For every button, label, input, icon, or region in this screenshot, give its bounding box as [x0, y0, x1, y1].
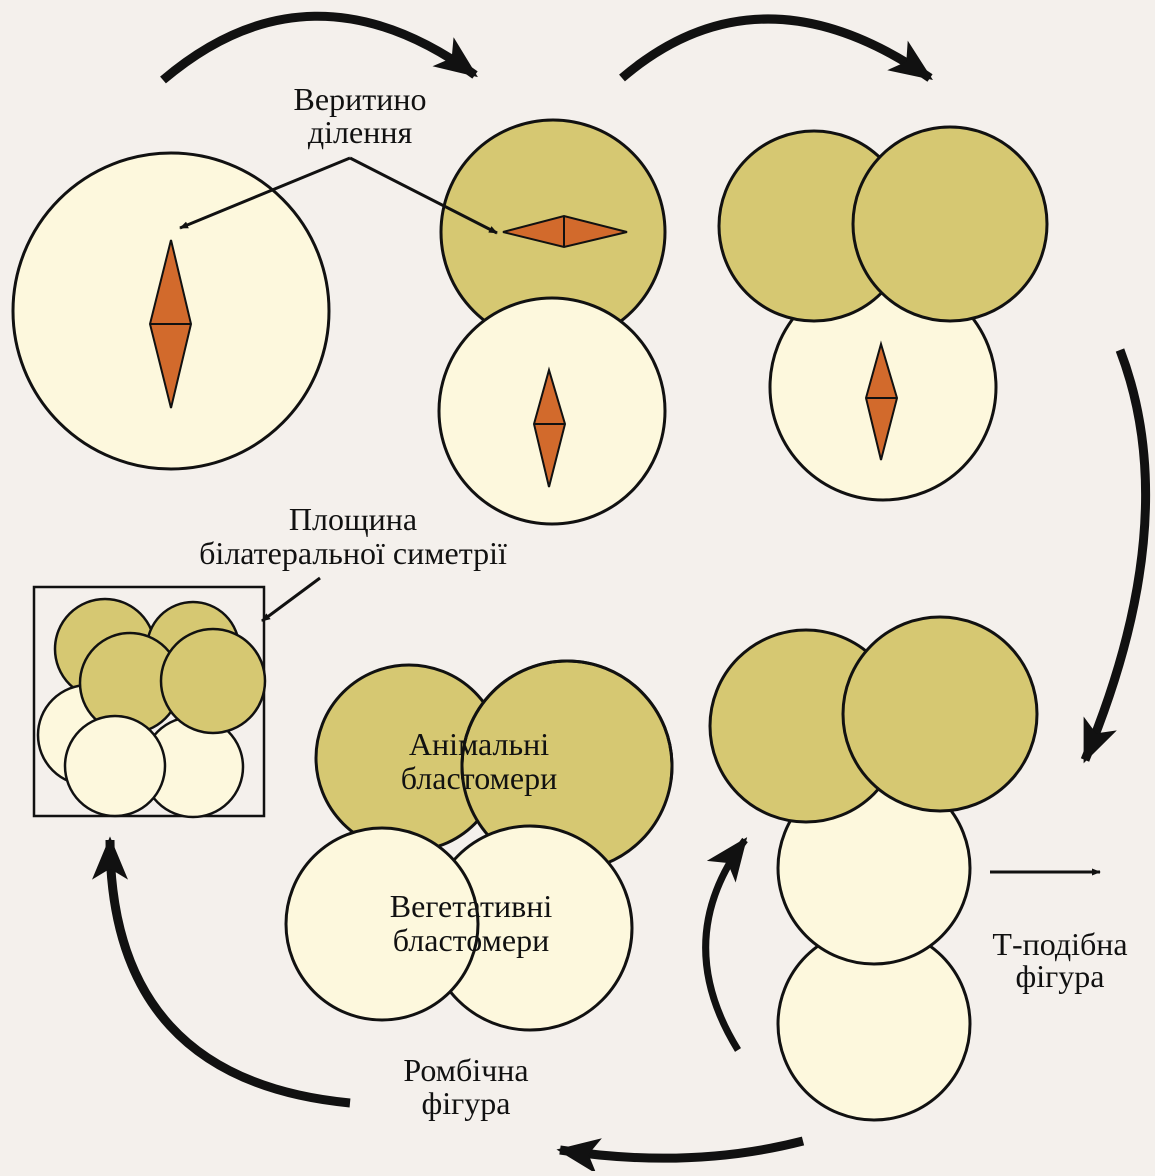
animal-blastomere-right — [843, 617, 1037, 811]
plane-label-line2: білатеральної симетрії — [199, 535, 507, 571]
vegetal-label-line2: бластомери — [393, 922, 549, 958]
stage4-t-figure — [710, 617, 1037, 1120]
t-figure-label-line1: Т-подібна — [992, 926, 1127, 962]
animal-label-line1: Анімальні — [409, 726, 549, 762]
pointer-to-symmetry-plane — [262, 578, 320, 621]
rhomb-label-line2: фігура — [422, 1085, 511, 1121]
plane-label-line1: Площина — [289, 501, 417, 537]
stage6-eight-cell — [34, 587, 265, 817]
spindle-label-line1: Веритино — [294, 81, 427, 117]
animal-blastomere — [161, 629, 265, 733]
stage3-three-cell — [719, 127, 1047, 500]
arrow-stage2-to-stage3 — [622, 19, 930, 78]
arrow-stage1-to-stage2 — [163, 16, 475, 80]
t-figure-label-line2: фігура — [1016, 958, 1105, 994]
spindle-label-line2: ділення — [308, 114, 413, 150]
rhomb-label-line1: Ромбічна — [403, 1052, 528, 1088]
animal-blastomere-right — [853, 127, 1047, 321]
animal-label-line2: бластомери — [401, 760, 557, 796]
vegetal-blastomere — [65, 716, 165, 816]
stage5-rhombic-figure — [286, 661, 672, 1030]
arrow-stage3-to-stage4 — [1085, 350, 1146, 760]
arrow-stage4-internal — [706, 840, 745, 1050]
stage1-zygote — [13, 153, 329, 469]
vegetal-label-line1: Вегетативні — [390, 888, 553, 924]
stage2-two-cell — [439, 120, 665, 524]
arrow-stage4-to-stage5 — [560, 1141, 803, 1158]
